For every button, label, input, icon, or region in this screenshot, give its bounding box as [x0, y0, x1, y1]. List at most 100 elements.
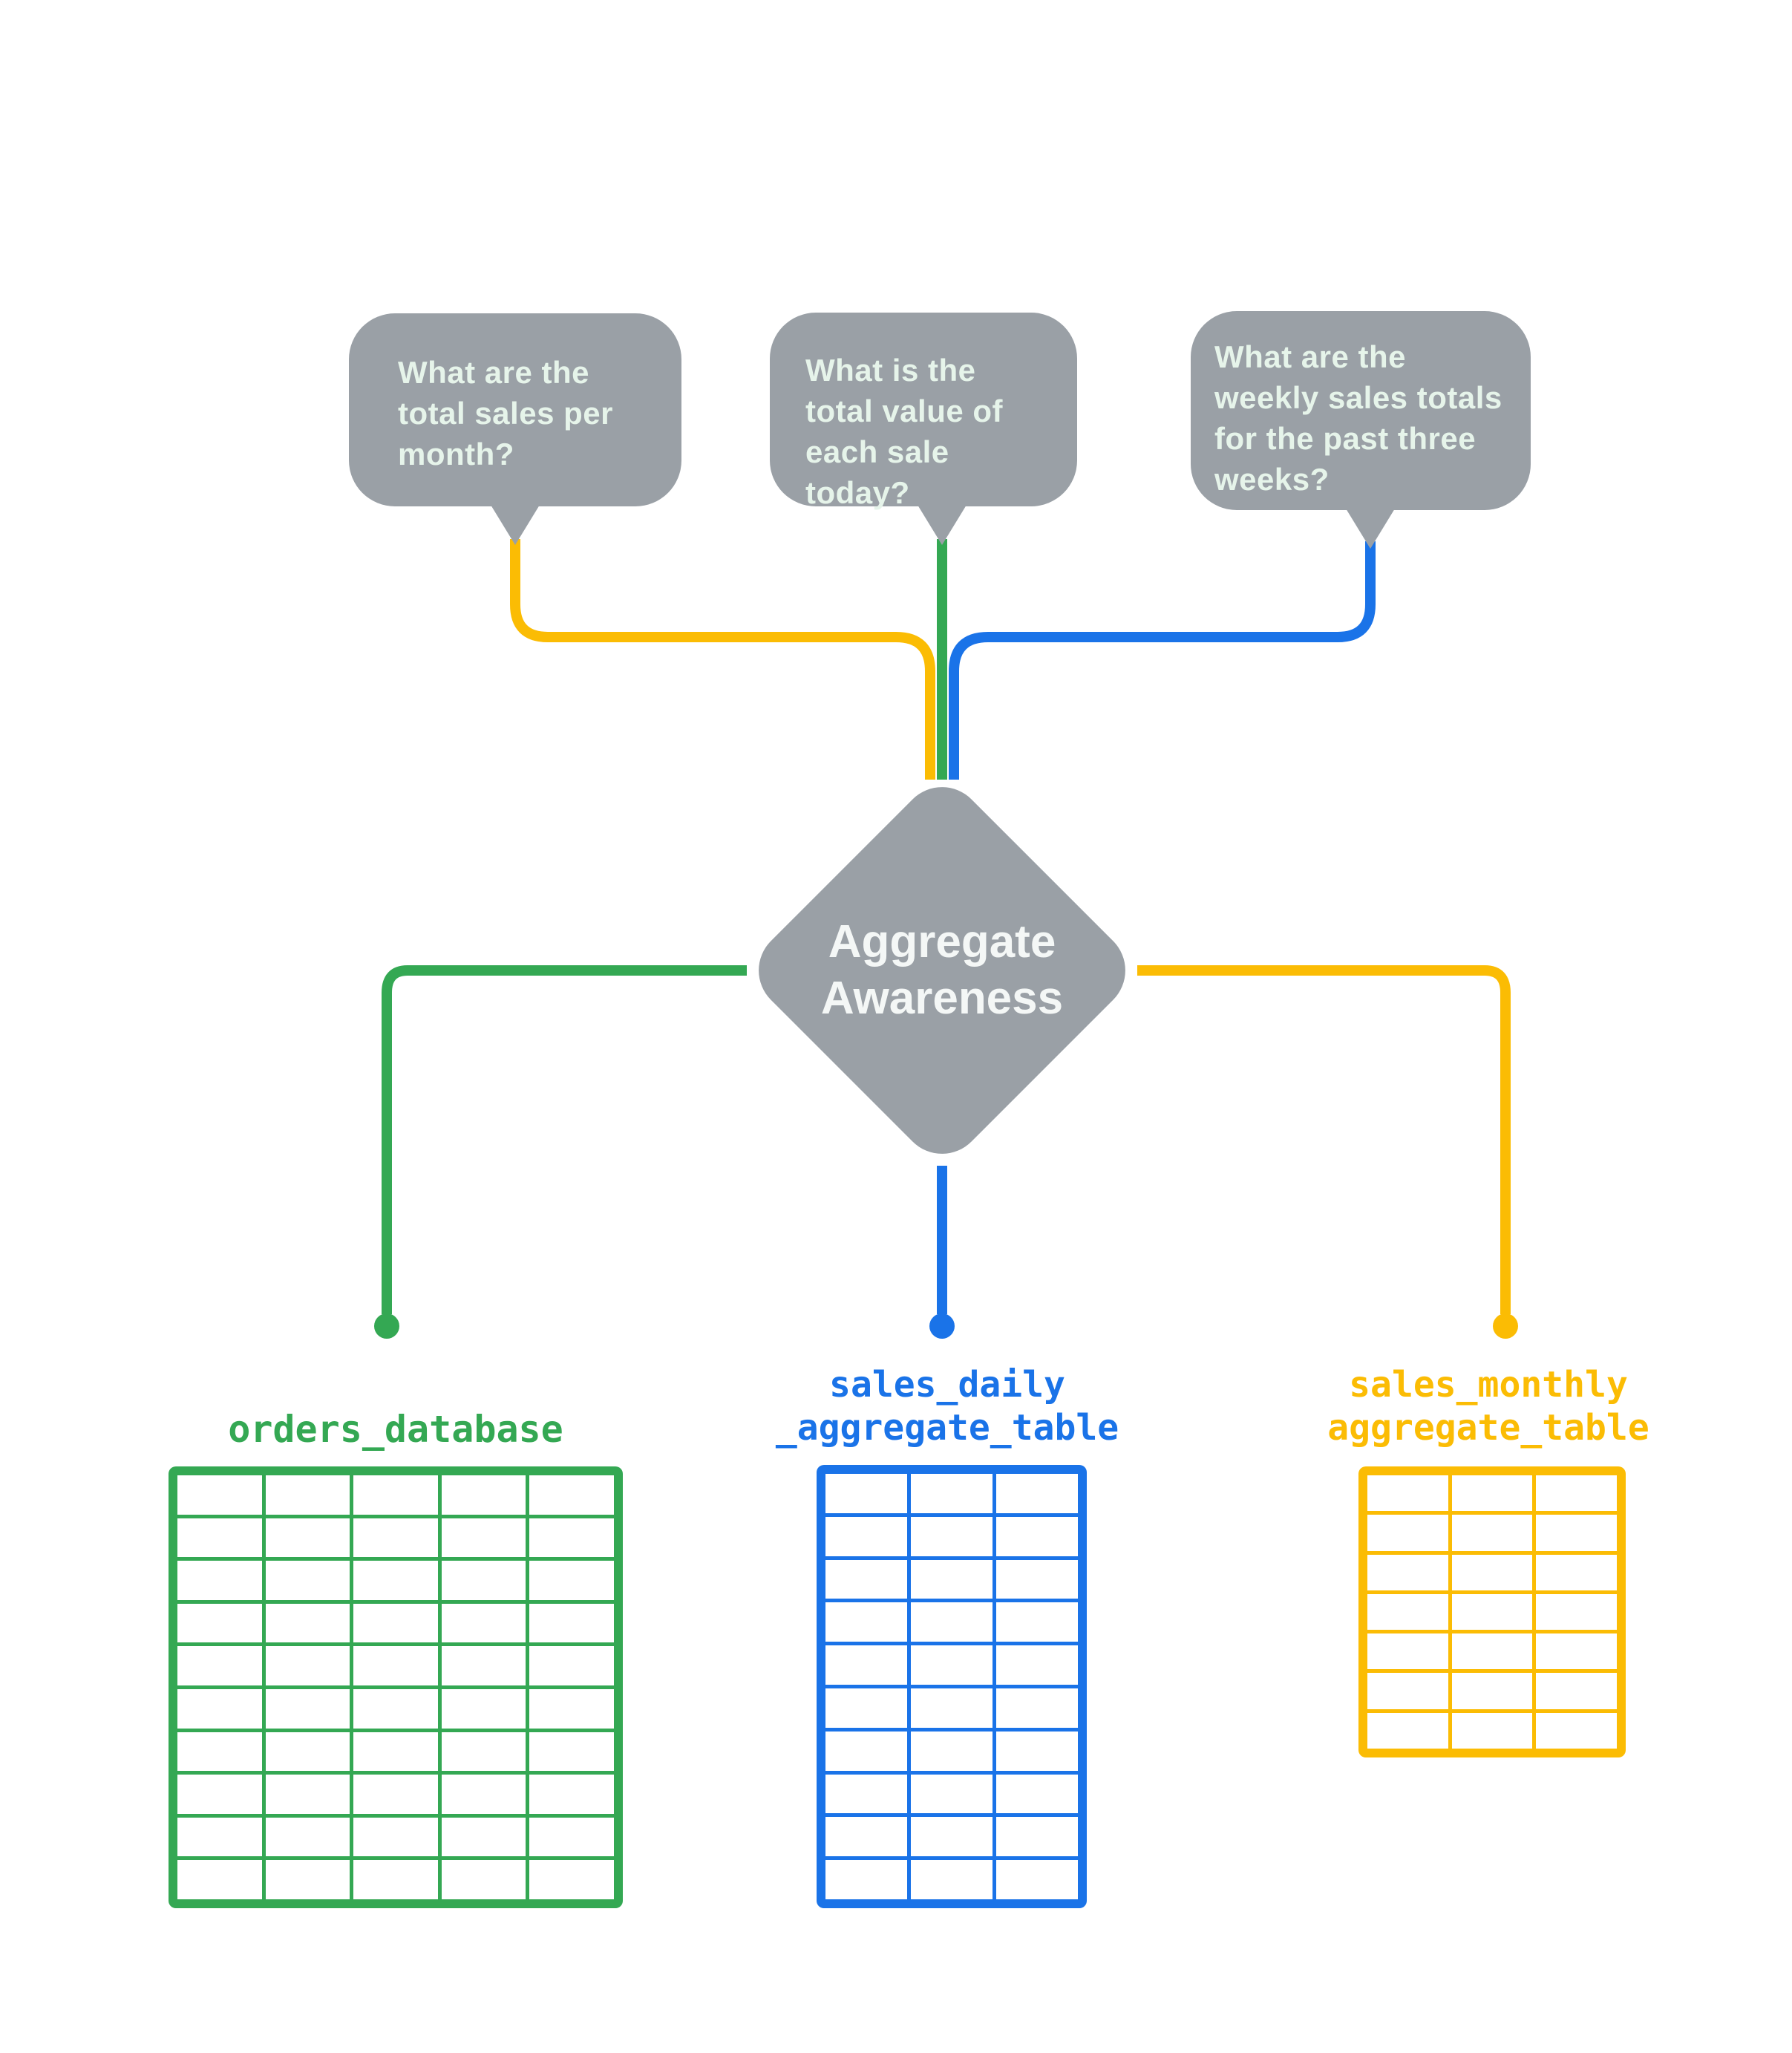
table-cell	[996, 1817, 1078, 1857]
table-cell	[353, 1603, 438, 1643]
table-cell	[177, 1475, 262, 1515]
table-cell	[996, 1516, 1078, 1556]
table-cell	[441, 1731, 526, 1772]
table-cell	[911, 1474, 993, 1513]
table-label-orders-database: orders_database	[173, 1408, 618, 1451]
connector-question-weekly	[949, 541, 1376, 780]
table-cell	[1536, 1633, 1617, 1670]
table-cell	[996, 1860, 1078, 1899]
table-cell	[177, 1646, 262, 1685]
endpoint-dot-sales-monthly	[1493, 1313, 1518, 1339]
table-cell	[441, 1860, 526, 1899]
table-cell	[441, 1646, 526, 1685]
table-cell	[825, 1817, 907, 1857]
table-cell	[529, 1688, 614, 1729]
connector-orders-database	[382, 965, 747, 1314]
table-cell	[441, 1775, 526, 1814]
table-cell	[177, 1860, 262, 1899]
table-cell	[1536, 1515, 1617, 1551]
table-cell	[177, 1817, 262, 1857]
table-cell	[529, 1646, 614, 1685]
table-label-line: _aggregate_table	[775, 1407, 1119, 1449]
table-cell	[825, 1516, 907, 1556]
table-cell	[996, 1774, 1078, 1814]
table-cell	[1367, 1633, 1448, 1670]
table-cell	[1367, 1515, 1448, 1551]
table-cell	[1536, 1673, 1617, 1709]
table-cell	[825, 1602, 907, 1642]
speech-tail-icon	[918, 505, 967, 545]
table-cell	[911, 1817, 993, 1857]
table-cell	[825, 1860, 907, 1899]
table-cell	[441, 1603, 526, 1643]
table-cell	[353, 1775, 438, 1814]
table-cell	[1536, 1593, 1617, 1631]
table-cell	[911, 1645, 993, 1685]
table-cell	[996, 1474, 1078, 1513]
table-cell	[265, 1775, 350, 1814]
table-cell	[529, 1518, 614, 1558]
sales-daily-aggregate-table	[817, 1465, 1087, 1908]
table-cell	[825, 1474, 907, 1513]
table-cell	[529, 1731, 614, 1772]
table-cell	[1367, 1475, 1448, 1512]
table-cell	[1536, 1554, 1617, 1590]
table-cell	[265, 1603, 350, 1643]
table-cell	[353, 1561, 438, 1600]
table-cell	[911, 1559, 993, 1599]
table-cell	[1367, 1593, 1448, 1631]
table-cell	[265, 1561, 350, 1600]
table-cell	[265, 1518, 350, 1558]
table-label-line: sales_monthly	[1349, 1364, 1628, 1406]
table-cell	[1451, 1554, 1533, 1590]
table-cell	[911, 1602, 993, 1642]
table-cell	[353, 1688, 438, 1729]
table-cell	[353, 1860, 438, 1899]
question-bubble-monthly: What are the total sales per month?	[349, 313, 681, 545]
decision-diamond-aggregate-awareness: Aggregate Awareness	[741, 769, 1143, 1172]
table-cell	[825, 1774, 907, 1814]
table-cell	[353, 1475, 438, 1515]
question-text-monthly: What are the total sales per month?	[398, 355, 613, 471]
table-cell	[1367, 1673, 1448, 1709]
question-bubble-daily: What is the total value of each sale tod…	[770, 313, 1077, 545]
orders-database-table	[169, 1466, 623, 1908]
table-cell	[996, 1602, 1078, 1642]
table-cell	[441, 1475, 526, 1515]
question-text-daily: What is the total value of each sale tod…	[805, 353, 1004, 510]
table-cell	[1451, 1673, 1533, 1709]
table-cell	[1451, 1475, 1533, 1512]
table-cell	[353, 1646, 438, 1685]
table-cell	[177, 1561, 262, 1600]
table-label-line: orders_database	[228, 1408, 563, 1451]
question-text-weekly: What are the weekly sales totals for the…	[1214, 339, 1502, 497]
question-bubble-weekly: What are the weekly sales totals for the…	[1191, 311, 1531, 549]
table-cell	[353, 1518, 438, 1558]
table-cell	[825, 1645, 907, 1685]
table-cell	[996, 1688, 1078, 1728]
table-cell	[265, 1646, 350, 1685]
table-cell	[1451, 1515, 1533, 1551]
table-cell	[911, 1860, 993, 1899]
table-cell	[265, 1688, 350, 1729]
table-cell	[177, 1688, 262, 1729]
table-cell	[441, 1688, 526, 1729]
table-cell	[265, 1475, 350, 1515]
table-cell	[529, 1860, 614, 1899]
endpoint-dot-sales-daily	[929, 1313, 955, 1339]
connector-question-monthly	[510, 539, 935, 780]
table-cell	[353, 1731, 438, 1772]
endpoint-dot-orders-database	[374, 1313, 399, 1339]
decision-label: Aggregate Awareness	[820, 916, 1064, 1024]
table-cell	[1536, 1475, 1617, 1512]
table-cell	[996, 1559, 1078, 1599]
table-label-line: aggregate_table	[1327, 1407, 1649, 1449]
table-cell	[825, 1688, 907, 1728]
table-cell	[1451, 1712, 1533, 1749]
table-cell	[529, 1817, 614, 1857]
table-cell	[265, 1817, 350, 1857]
table-cell	[529, 1475, 614, 1515]
table-cell	[529, 1775, 614, 1814]
table-cell	[911, 1774, 993, 1814]
